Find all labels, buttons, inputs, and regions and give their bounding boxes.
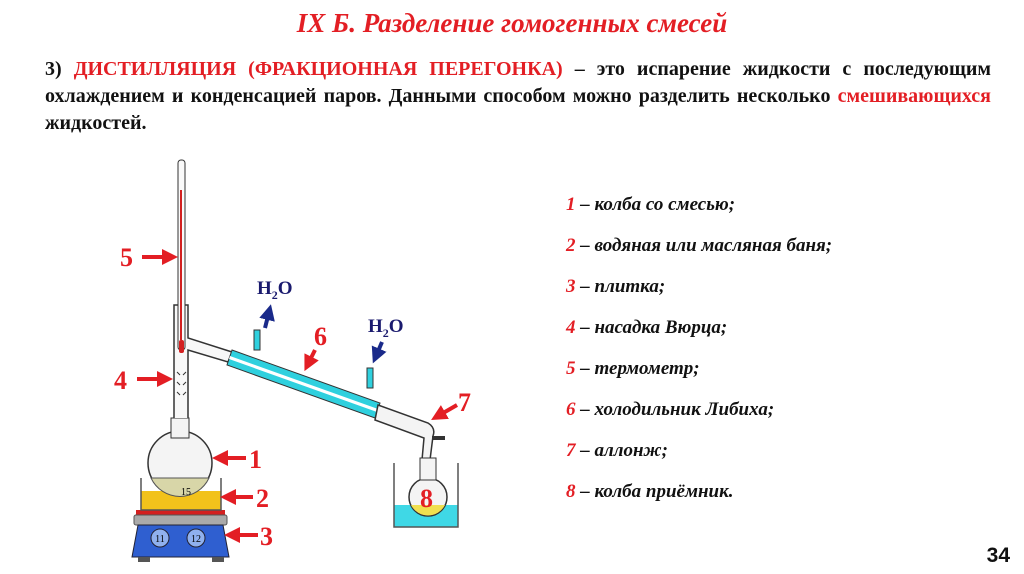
definition-end: жидкостей. bbox=[45, 112, 147, 134]
label-6: 6 bbox=[314, 322, 327, 351]
label-arrows bbox=[137, 249, 459, 543]
legend-item: 6 – холодильник Либиха; bbox=[566, 399, 775, 420]
receiver bbox=[393, 457, 459, 528]
label-7: 7 bbox=[458, 388, 471, 417]
legend-item: 5 – термометр; bbox=[566, 358, 700, 379]
thermometer bbox=[177, 159, 186, 353]
legend-item: 8 – колба приёмник. bbox=[566, 481, 734, 502]
definition-text: – это испарение жидкости с последующим о… bbox=[45, 58, 991, 107]
water-outlet-label: H2O bbox=[257, 278, 293, 302]
legend-item: 1 – колба со смесью; bbox=[566, 194, 736, 215]
label-2: 2 bbox=[256, 484, 269, 513]
water-inlet-label: H2O bbox=[368, 316, 404, 340]
legend-item: 3 – плитка; bbox=[566, 276, 666, 297]
label-4: 4 bbox=[114, 366, 127, 395]
definition-paragraph: 3) ДИСТИЛЛЯЦИЯ (ФРАКЦИОННАЯ ПЕРЕГОНКА) –… bbox=[45, 56, 991, 137]
slide-title: IX Б. Разделение гомогенных смесей bbox=[296, 8, 728, 38]
legend-item: 7 – аллонж; bbox=[566, 440, 668, 461]
distillation-flask: 15 bbox=[147, 417, 213, 498]
term: ДИСТИЛЛЯЦИЯ (ФРАКЦИОННАЯ ПЕРЕГОНКА) bbox=[73, 58, 563, 80]
allonge bbox=[374, 403, 445, 461]
knob-label: 11 bbox=[155, 534, 165, 545]
item-number: 3) bbox=[45, 58, 62, 80]
legend-item: 4 – насадка Вюрца; bbox=[566, 317, 728, 338]
page-number: 34 bbox=[986, 544, 1010, 567]
legend-list: 1 – колба со смесью; 2 – водяная или мас… bbox=[566, 194, 832, 522]
label-5: 5 bbox=[120, 243, 133, 272]
label-1: 1 bbox=[249, 445, 262, 474]
liebig-condenser bbox=[226, 329, 381, 419]
label-3: 3 bbox=[260, 522, 273, 551]
flask-marking: 15 bbox=[181, 487, 191, 498]
label-8: 8 bbox=[420, 484, 433, 513]
knob-label: 12 bbox=[191, 534, 201, 545]
highlight-word: смешивающихся bbox=[837, 85, 991, 107]
legend-item: 2 – водяная или масляная баня; bbox=[566, 235, 833, 256]
hot-plate: 11 12 bbox=[131, 510, 230, 562]
